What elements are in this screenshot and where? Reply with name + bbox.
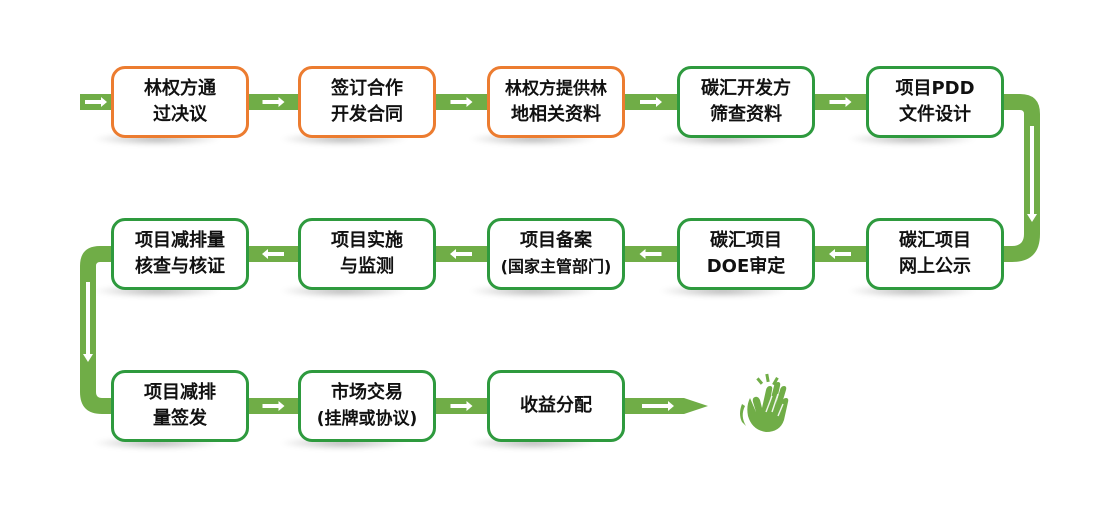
arrow-right-icon [85, 97, 107, 107]
step-box-11: 项目减排 量签发 [111, 370, 249, 442]
step-box-2: 签订合作 开发合同 [298, 66, 436, 138]
step-text: 收益分配 [520, 395, 592, 416]
arrow-left-icon [450, 249, 472, 259]
step-box-12: 市场交易 (挂牌或协议) [298, 370, 436, 442]
arrow-down-icon [83, 282, 93, 362]
step-text: (挂牌或协议) [316, 409, 418, 429]
step-text: 核查与核证 [135, 256, 225, 277]
step-text: 碳汇项目 [710, 230, 782, 251]
step-text: 文件设计 [899, 104, 971, 125]
step-text: 开发合同 [331, 104, 403, 125]
arrow-right-icon [450, 401, 473, 411]
arrow-right-icon [262, 401, 285, 411]
step-box-13: 收益分配 [487, 370, 625, 442]
arrow-left-icon [262, 249, 284, 259]
step-box-8: 项目备案 (国家主管部门) [487, 218, 625, 290]
step-text: (国家主管部门) [500, 257, 612, 276]
arrow-down-icon [1027, 126, 1037, 222]
arrow-right-icon [642, 401, 674, 411]
arrow-left-icon [639, 249, 662, 259]
step-text: 碳汇开发方 [701, 78, 791, 99]
step-box-7: 碳汇项目 DOE审定 [677, 218, 815, 290]
step-text: 项目备案 [520, 230, 592, 251]
step-text: 网上公示 [899, 256, 971, 277]
arrow-right-icon [450, 97, 473, 107]
step-text: 林权方提供林 [505, 79, 607, 99]
step-text: 项目减排 [144, 382, 216, 403]
step-text: 市场交易 [331, 382, 403, 403]
step-text: 地相关资料 [511, 104, 601, 125]
step-text: 项目实施 [331, 230, 403, 251]
step-text: 筛查资料 [710, 104, 782, 125]
step-box-6: 碳汇项目 网上公示 [866, 218, 1004, 290]
step-text: 量签发 [153, 408, 207, 429]
step-box-3: 林权方提供林 地相关资料 [487, 66, 625, 138]
step-text: 碳汇项目 [899, 230, 971, 251]
step-box-5: 项目PDD 文件设计 [866, 66, 1004, 138]
step-box-9: 项目实施 与监测 [298, 218, 436, 290]
step-box-4: 碳汇开发方 筛查资料 [677, 66, 815, 138]
arrow-right-icon [262, 97, 285, 107]
clapping-hands-icon [740, 373, 789, 432]
step-text: 与监测 [340, 256, 394, 277]
step-box-10: 项目减排量 核查与核证 [111, 218, 249, 290]
arrow-left-icon [829, 249, 851, 259]
step-text: DOE审定 [706, 256, 786, 277]
arrow-right-icon [640, 97, 662, 107]
step-text: 签订合作 [331, 78, 403, 99]
step-box-1: 林权方通 过决议 [111, 66, 249, 138]
arrow-right-icon [829, 97, 852, 107]
step-text: 项目减排量 [135, 230, 225, 251]
connector-turn-left [80, 246, 112, 414]
step-text: 项目PDD [895, 78, 975, 99]
step-text: 过决议 [153, 104, 207, 125]
step-text: 林权方通 [144, 78, 216, 99]
